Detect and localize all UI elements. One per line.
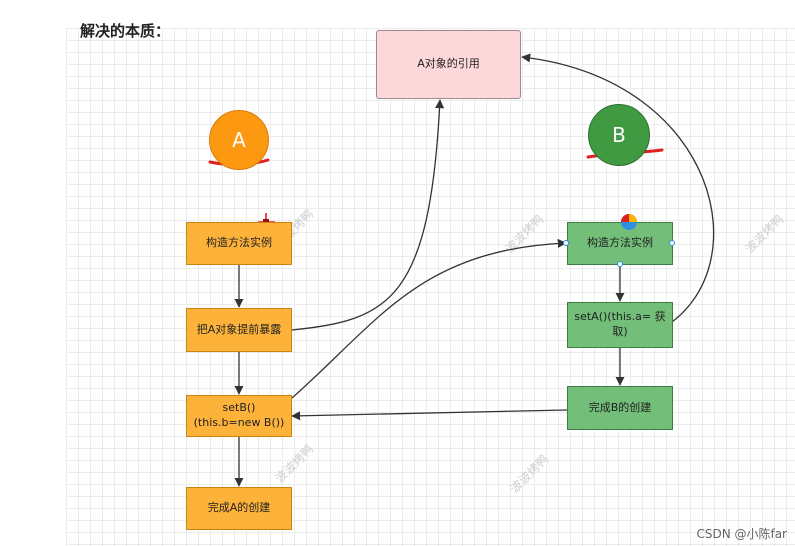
selection-handle-bottom[interactable] — [617, 261, 623, 267]
credit-text: CSDN @小陈far — [696, 527, 787, 541]
b-seta-node[interactable]: setA()(this.a= 获 取) — [567, 302, 673, 348]
a-constructor-node[interactable]: 构造方法实例 — [186, 222, 292, 265]
color-picker-icon[interactable] — [619, 212, 639, 232]
diagram-canvas — [66, 28, 795, 546]
page-title: 解决的本质： — [80, 22, 171, 40]
a-circle: A — [209, 110, 269, 170]
selection-handle-left[interactable] — [563, 240, 569, 246]
b-done-node[interactable]: 完成B的创建 — [567, 386, 673, 430]
a-expose-node[interactable]: 把A对象提前暴露 — [186, 308, 292, 352]
b-circle: B — [588, 104, 650, 166]
arrow-b-done-to-setb — [291, 409, 568, 421]
a-done-node[interactable]: 完成A的创建 — [186, 487, 292, 530]
selection-handle-right[interactable] — [669, 240, 675, 246]
arrow-seta-to-reference — [521, 53, 715, 329]
a-setb-node[interactable]: setB() (this.b=new B()) — [186, 395, 292, 437]
arrow-expose-to-reference — [291, 99, 445, 331]
arrow-setb-to-b-ctor — [291, 238, 567, 399]
a-reference-node[interactable]: A对象的引用 — [376, 30, 521, 99]
